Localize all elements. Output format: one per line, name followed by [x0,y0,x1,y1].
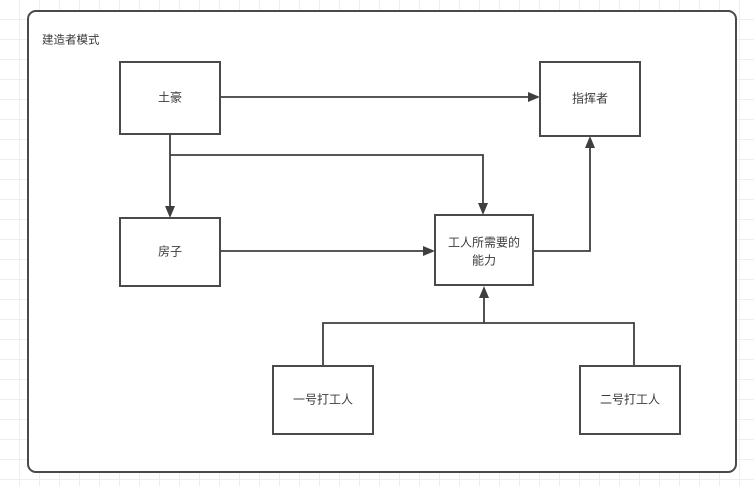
edge-tuhao-to-house [165,134,175,218]
node-ability-label-line2: 能力 [472,254,496,268]
node-worker2-label: 二号打工人 [600,393,660,407]
diagram-title: 建造者模式 [42,33,100,47]
node-house-box[interactable] [119,217,221,287]
node-director[interactable]: 指挥者 [539,61,641,137]
arrow-head-icon [423,246,435,256]
node-director-label: 指挥者 [572,91,608,106]
node-worker1-label: 一号打工人 [293,393,353,407]
edge-tuhao-to-ability [170,154,488,215]
arrow-head-icon [165,206,175,218]
edge-ability-to-director [533,136,595,252]
node-ability-label-line1: 工人所需要的 [448,235,520,250]
edge-tuhao-to-director [220,92,540,102]
node-worker2[interactable]: 二号打工人 [579,365,681,435]
node-worker1[interactable]: 一号打工人 [272,365,374,435]
node-tuhao-box[interactable] [119,61,221,135]
node-director-box[interactable] [539,61,641,137]
arrow-head-icon [478,203,488,215]
edge-worker2-to-ability [484,322,635,366]
node-worker1-box[interactable] [272,365,374,435]
arrow-head-icon [479,286,489,298]
edge-worker1-to-ability [322,286,489,366]
node-tuhao-label: 土豪 [158,90,182,105]
arrow-head-icon [528,92,540,102]
node-tuhao[interactable]: 土豪 [119,61,221,135]
node-worker2-box[interactable] [579,365,681,435]
node-house-label: 房子 [158,244,182,259]
node-ability[interactable]: 工人所需要的 能力 [434,214,534,286]
arrow-head-icon [585,136,595,148]
edge-house-to-ability [220,246,435,256]
node-ability-box[interactable] [434,214,534,286]
node-house[interactable]: 房子 [119,217,221,287]
